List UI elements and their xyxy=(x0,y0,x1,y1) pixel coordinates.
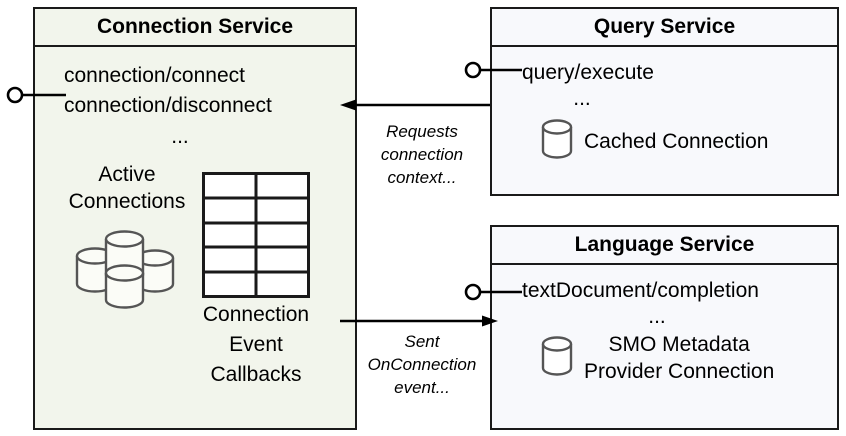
connection-service-endpoints-ellipsis: ... xyxy=(171,125,189,148)
endpoint-connection-disconnect: connection/disconnect xyxy=(64,94,272,117)
connection-service-title: Connection Service xyxy=(35,9,355,47)
query-service-body: query/execute ... Cached Connection xyxy=(492,47,837,194)
endpoint-connection-connect: connection/connect xyxy=(64,64,245,87)
smo-metadata-provider-resource: SMO Metadata Provider Connection xyxy=(540,331,774,385)
edge-label-line3: event... xyxy=(394,378,450,397)
edge-connection-to-language xyxy=(340,315,498,327)
connection-event-callbacks-table xyxy=(202,172,310,303)
active-connections-label-line1: Active xyxy=(98,163,156,186)
database-cylinder-icon xyxy=(540,117,574,166)
language-service-body: textDocument/completion ... SMO Metadata… xyxy=(492,265,837,428)
endpoint-textdocument-completion: textDocument/completion xyxy=(522,279,759,302)
query-service-title: Query Service xyxy=(492,9,837,47)
smo-label-line1: SMO Metadata xyxy=(608,333,750,356)
edge-label-requests-connection-context: Requests connection context... xyxy=(360,120,484,189)
edge-label-line2: OnConnection xyxy=(367,355,477,374)
edge-label-line1: Requests xyxy=(386,122,458,141)
smo-label-line2: Provider Connection xyxy=(584,360,775,383)
callbacks-label-line3: Callbacks xyxy=(210,363,302,386)
component-query-service[interactable]: Query Service query/execute ... Cached C… xyxy=(490,7,839,196)
database-cluster-icon xyxy=(73,227,177,314)
smo-metadata-provider-label: SMO Metadata Provider Connection xyxy=(584,331,774,385)
component-language-service[interactable]: Language Service textDocument/completion… xyxy=(490,225,839,430)
active-connections-label-line2: Connections xyxy=(68,190,186,213)
connection-event-callbacks-label: Connection Event Callbacks xyxy=(180,300,332,390)
connection-service-endpoints: connection/connect connection/disconnect xyxy=(64,61,272,121)
endpoint-query-execute: query/execute xyxy=(522,61,654,84)
component-connection-service[interactable]: Connection Service connection/connect co… xyxy=(33,7,357,430)
edge-label-line1: Sent xyxy=(404,332,440,351)
edge-query-to-connection xyxy=(340,99,490,111)
cached-connection-resource: Cached Connection xyxy=(540,117,768,166)
language-service-title: Language Service xyxy=(492,227,837,265)
db-cylinder-left xyxy=(75,247,115,293)
callbacks-label-line2: Event xyxy=(229,333,283,356)
language-service-endpoints-ellipsis: ... xyxy=(648,305,666,328)
query-service-endpoints-ellipsis: ... xyxy=(573,87,591,110)
active-connections-label: Active Connections xyxy=(52,161,202,215)
connection-service-body: connection/connect connection/disconnect… xyxy=(35,47,355,428)
db-cylinder-front xyxy=(104,264,145,309)
edge-label-line3: context... xyxy=(387,168,457,187)
edge-label-line2: connection xyxy=(380,145,464,164)
edge-label-sent-onconnection-event: Sent OnConnection event... xyxy=(356,330,488,399)
cached-connection-label: Cached Connection xyxy=(584,130,769,153)
database-cylinder-icon xyxy=(540,334,574,383)
callbacks-label-line1: Connection xyxy=(202,303,310,326)
